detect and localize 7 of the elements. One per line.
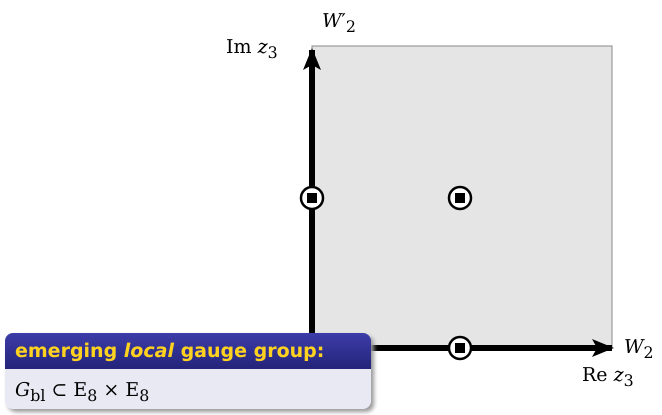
- info-block: [5, 333, 371, 409]
- axis-label: Re z$_{3}$: [582, 366, 634, 389]
- block-title: emerging local gauge group:: [15, 340, 324, 362]
- axis-label: W′$_{2}$: [322, 12, 356, 35]
- formula: G$_{bl}$ ⊂ E$_{8}$ × E$_{8}$: [15, 379, 150, 405]
- axis-label: W$_{2}$: [624, 338, 654, 361]
- axis-label: Im z$_{3}$: [226, 38, 278, 61]
